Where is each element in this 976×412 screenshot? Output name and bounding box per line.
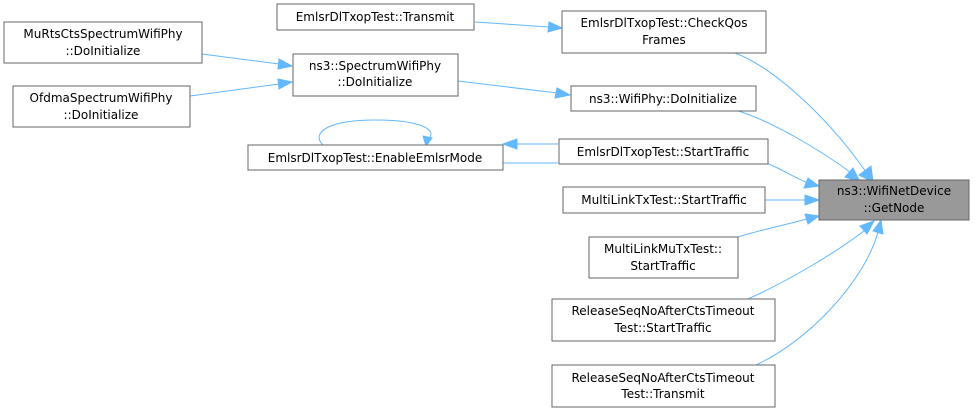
node-ofdmaspectrumwifiphy-doinitialize[interactable]: OfdmaSpectrumWifiPhy ::DoInitialize bbox=[12, 85, 191, 128]
edge-emlsr-starttraffic-to-getnode bbox=[763, 161, 821, 189]
node-wifiphy-doinitialize-label: ns3::WifiPhy::DoInitialize bbox=[589, 92, 737, 106]
node-emlsrdltxoptest-transmit[interactable]: EmlsrDlTxopTest::Transmit bbox=[276, 3, 475, 31]
node-wifiphy-doinitialize[interactable]: ns3::WifiPhy::DoInitialize bbox=[570, 85, 757, 112]
node-emlsrdltxoptest-checkqosframes[interactable]: EmlsrDlTxopTest::CheckQos Frames bbox=[561, 10, 767, 54]
node-murtsctsspectrumwifiphy-line1: MuRtsCtsSpectrumWifiPhy bbox=[23, 27, 182, 41]
node-wifinetdevice-getnode[interactable]: ns3::WifiNetDevice ::GetNode bbox=[818, 179, 970, 221]
edge-murts-to-spectrum-doinitialize bbox=[201, 53, 294, 70]
node-ofdmaspectrumwifiphy-line1: OfdmaSpectrumWifiPhy bbox=[30, 91, 173, 105]
node-enableemlsrmode-label: EmlsrDlTxopTest::EnableEmlsrMode bbox=[268, 151, 482, 165]
node-emlsrdltxoptest-transmit-label: EmlsrDlTxopTest::Transmit bbox=[296, 10, 455, 24]
edge-release-starttraffic-to-getnode bbox=[747, 220, 876, 300]
node-ofdmaspectrumwifiphy-line2: ::DoInitialize bbox=[64, 108, 139, 122]
node-multilinktxtest-starttraffic-label: MultiLinkTxTest::StartTraffic bbox=[581, 193, 746, 207]
node-spectrumwifiphy-line2: ::DoInitialize bbox=[338, 75, 413, 89]
node-wifinetdevice-getnode-line2: ::GetNode bbox=[864, 201, 925, 215]
node-releaseseqnoaftercts-transmit[interactable]: ReleaseSeqNoAfterCtsTimeout Test::Transm… bbox=[551, 364, 776, 408]
edge-enableemlsrmode-to-starttraffic bbox=[501, 138, 558, 150]
edge-checkqos-to-getnode bbox=[734, 52, 874, 183]
edges bbox=[189, 21, 884, 366]
edge-multilinkmu-starttraffic-to-getnode bbox=[737, 213, 821, 238]
node-checkqosframes-line1: EmlsrDlTxopTest::CheckQos bbox=[580, 16, 747, 30]
node-releaseseqnoaftercts-starttraffic[interactable]: ReleaseSeqNoAfterCtsTimeout Test::StartT… bbox=[551, 298, 776, 342]
node-murtsctsspectrumwifiphy-doinitialize[interactable]: MuRtsCtsSpectrumWifiPhy ::DoInitialize bbox=[3, 21, 203, 64]
node-multilinkmutxtest-starttraffic[interactable]: MultiLinkMuTxTest:: StartTraffic bbox=[588, 236, 739, 279]
node-multilinktxtest-starttraffic[interactable]: MultiLinkTxTest::StartTraffic bbox=[562, 186, 766, 214]
edge-spectrum-to-wifiphy-doinitialize bbox=[457, 80, 572, 99]
node-checkqosframes-line2: Frames bbox=[642, 33, 686, 47]
node-releaseseqno-starttraffic-line2: Test::StartTraffic bbox=[613, 321, 711, 335]
node-releaseseqno-starttraffic-line1: ReleaseSeqNoAfterCtsTimeout bbox=[572, 304, 755, 318]
node-spectrumwifiphy-doinitialize[interactable]: ns3::SpectrumWifiPhy ::DoInitialize bbox=[292, 53, 459, 97]
node-emlsrdltxoptest-starttraffic[interactable]: EmlsrDlTxopTest::StartTraffic bbox=[558, 138, 769, 165]
edge-multilinktx-starttraffic-to-getnode bbox=[765, 194, 821, 206]
node-multilinkmutxtest-line2: StartTraffic bbox=[630, 259, 695, 273]
node-releaseseqno-transmit-line1: ReleaseSeqNoAfterCtsTimeout bbox=[572, 371, 755, 385]
node-wifinetdevice-getnode-line1: ns3::WifiNetDevice bbox=[837, 184, 951, 198]
node-multilinkmutxtest-line1: MultiLinkMuTxTest:: bbox=[604, 242, 722, 256]
node-emlsrdltxoptest-enableemlsrmode[interactable]: EmlsrDlTxopTest::EnableEmlsrMode bbox=[247, 144, 504, 171]
edge-release-transmit-to-getnode bbox=[755, 218, 884, 366]
node-murtsctsspectrumwifiphy-line2: ::DoInitialize bbox=[66, 44, 141, 58]
edge-transmit-to-checkqos bbox=[474, 21, 564, 33]
edge-enableemlsrmode-self-loop bbox=[318, 119, 433, 148]
node-releaseseqno-transmit-line2: Test::Transmit bbox=[620, 387, 704, 401]
node-emlsrdltxoptest-starttraffic-label: EmlsrDlTxopTest::StartTraffic bbox=[577, 145, 749, 159]
nodes: ns3::WifiNetDevice ::GetNode EmlsrDlTxop… bbox=[3, 3, 970, 408]
node-spectrumwifiphy-line1: ns3::SpectrumWifiPhy bbox=[309, 59, 441, 73]
edge-ofdma-to-spectrum-doinitialize bbox=[189, 78, 294, 97]
